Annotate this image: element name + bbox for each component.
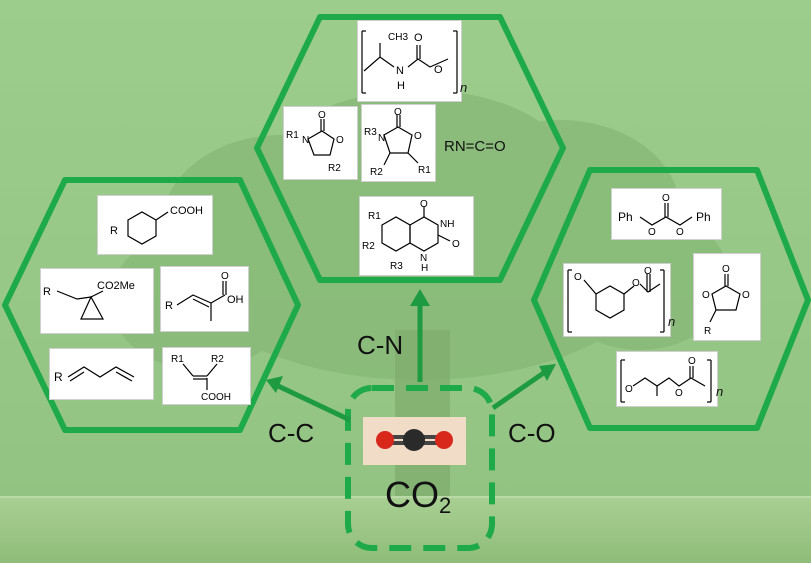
methyl-label: CH3 [388, 32, 408, 43]
oxazolidinone-a-card: O R1 N O R2 [283, 106, 358, 180]
r1-label: R1 [368, 211, 381, 222]
nitrogen-label: N [378, 133, 385, 144]
co-hexagon [531, 167, 811, 431]
r-label: R [704, 326, 711, 337]
oxygen-atom-left [376, 431, 394, 449]
ester-label: CO2Me [97, 280, 135, 292]
oxygen-atom-right [435, 431, 453, 449]
ring-o-left: O [702, 290, 710, 301]
polypropylene-carbonate-card: O O O [616, 351, 718, 407]
polycyclohexene-carbonate-card: O O O [563, 263, 671, 337]
diene-card: R [49, 348, 154, 400]
r-label: R [110, 225, 118, 237]
carbonyl-o: O [394, 107, 402, 118]
r2-label: R2 [370, 167, 383, 178]
ester-o-left: O [648, 227, 656, 238]
hydrogen-label: H [397, 80, 405, 92]
phenyl-right: Ph [696, 210, 711, 224]
co2-ball-model [376, 429, 453, 451]
co2-formula: CO2 [385, 474, 451, 519]
ring-o: O [336, 135, 344, 146]
phenyl-left: Ph [618, 210, 633, 224]
ppc-repeat-n: n [716, 384, 724, 399]
r2-label: R2 [211, 354, 224, 365]
carbonyl-o: O [688, 356, 696, 367]
cn-hexagon [254, 14, 566, 283]
carbamate-repeat-n: n [460, 80, 468, 95]
n-label: N [420, 253, 427, 264]
co2-dashed-box [345, 385, 495, 551]
cyclopropane-ester-card: R CO2Me [40, 268, 154, 334]
ring-o-right: O [742, 290, 750, 301]
carbonyl-o: O [662, 193, 670, 204]
r1-label: R1 [418, 165, 431, 176]
carbonyl-o: O [722, 264, 730, 275]
arrows [266, 289, 556, 423]
ring-o: O [414, 131, 422, 142]
pchc-repeat-n: n [668, 314, 676, 329]
cn-label: C-N [357, 330, 404, 360]
carbonyl-o: O [221, 271, 229, 282]
methacrylic-acid-card: R O OH [160, 266, 249, 332]
arrow-cc-shaft [274, 382, 352, 423]
ester-o-1: O [574, 272, 582, 283]
nh-label: NH [440, 219, 454, 230]
r2-label: R2 [362, 241, 375, 252]
top-o: O [420, 199, 428, 210]
arrow-cn-head [410, 289, 430, 306]
co2-molecule-card [363, 417, 466, 465]
r1-label: R1 [171, 354, 184, 365]
arrow-co-head [539, 364, 556, 381]
arrow-co-shaft [491, 369, 547, 411]
acrylic-acid-card: R1 R2 COOH [162, 347, 251, 405]
r3-label: R3 [364, 127, 377, 138]
cooh-label: COOH [201, 392, 231, 403]
quinazolinedione-card: O O NH N H R1 R2 R3 [359, 196, 474, 276]
carbonyl-o-label: O [414, 32, 423, 44]
ester-o-label: O [434, 64, 443, 76]
right-o: O [452, 239, 460, 250]
ester-o-2: O [632, 278, 640, 289]
oh-label: OH [227, 294, 244, 306]
carbonyl-o: O [318, 110, 326, 121]
co-label: C-O [508, 418, 556, 448]
r3-label: R3 [390, 261, 403, 272]
r1-label: R1 [286, 130, 299, 141]
r-label: R [43, 286, 51, 298]
cc-label: C-C [268, 418, 315, 448]
r-label: R [54, 370, 63, 384]
h-label: H [421, 263, 428, 274]
arrow-cc-head [266, 376, 283, 393]
cooh-label: COOH [170, 205, 203, 217]
ester-o-right: O [676, 227, 684, 238]
benzoic-acid-card: R COOH [97, 195, 213, 255]
cyclic-carbonate-card: O O O R [693, 253, 761, 341]
oxazolidinone-b-card: O R3 N O R2 R1 [361, 104, 436, 182]
carbon-atom [403, 429, 425, 451]
r-label: R [165, 300, 173, 312]
carbamate-polymer-card: CH3 N H O O [357, 20, 462, 102]
co2-subscript: 2 [439, 493, 452, 518]
nitrogen-label: N [396, 65, 404, 77]
isocyanate-formula: RN=C=O [444, 138, 506, 155]
ester-o-2: O [675, 388, 683, 399]
ester-o-1: O [625, 384, 633, 395]
nitrogen-label: N [302, 135, 309, 146]
diphenyl-carbonate-card: Ph Ph O O O [611, 188, 722, 240]
grass-ground [0, 496, 811, 563]
cc-hexagon [2, 177, 301, 433]
r2-label: R2 [328, 163, 341, 174]
co2-main-text: CO [385, 474, 439, 515]
carbonyl-o: O [644, 266, 652, 277]
